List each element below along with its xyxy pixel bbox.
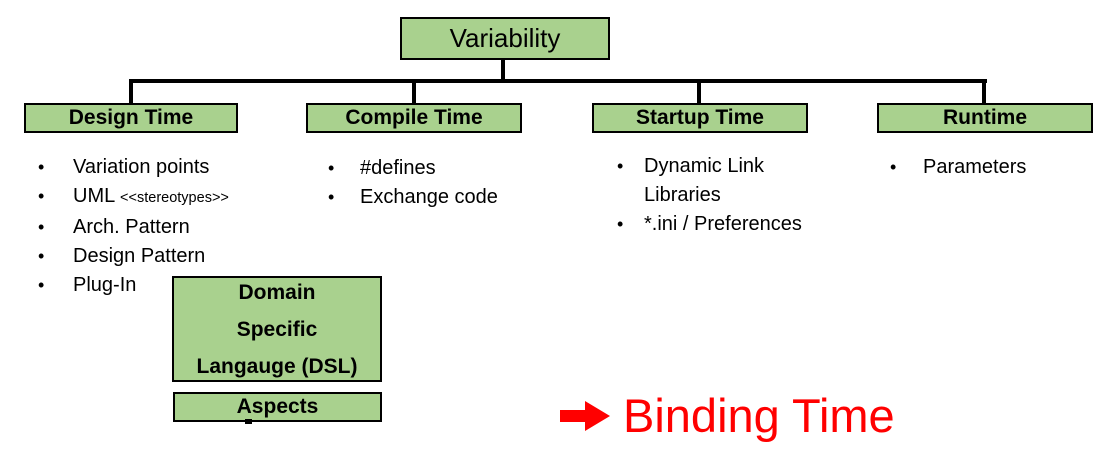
list-item-text: Parameters [923,156,1027,178]
startup-time-box: Startup Time [592,103,808,133]
list-item-text: *.ini / Preferences [644,213,802,235]
list-item: • Parameters [890,153,1100,182]
compile-time-list: • #defines • Exchange code [328,154,558,212]
list-item-text: Plug-In [73,274,137,296]
startup-time-label: Startup Time [636,106,764,129]
bullet-icon: • [38,186,45,206]
right-arrow-icon [560,401,610,431]
bullet-icon: • [38,157,45,177]
runtime-box: Runtime [877,103,1093,133]
aspects-box: Aspects [173,392,382,422]
bullet-icon: • [38,217,45,237]
list-item: • Plug-In [38,271,303,300]
bullet-icon: • [617,214,624,234]
bullet-icon: • [890,157,897,177]
bullet-icon: • [328,187,335,207]
binding-time-label: Binding Time [623,389,895,442]
list-item: • Exchange code [328,183,558,212]
list-item-text: Exchange code [360,186,498,208]
bullet-icon: • [38,275,45,295]
variability-label: Variability [449,23,561,53]
variability-box: Variability [400,17,610,60]
compile-time-box: Compile Time [306,103,522,133]
marker-dot [245,419,252,424]
binding-time-annotation: Binding Time [560,388,895,444]
list-item: • Dynamic Link Libraries [617,152,827,210]
startup-time-list: • Dynamic Link Libraries • *.ini / Prefe… [617,152,827,239]
bullet-icon: • [38,246,45,266]
compile-time-label: Compile Time [345,106,483,129]
connector-horizontal-line [129,79,987,83]
connector-root-stub [501,59,505,81]
dsl-label: Domain Specific Langauge (DSL) [196,280,358,378]
dsl-box: Domain Specific Langauge (DSL) [172,276,382,382]
list-item-text: #defines [360,157,436,179]
list-item-text: Dynamic Link Libraries [644,155,765,206]
connector-compile-stub [412,79,416,104]
list-item: • Design Pattern [38,242,303,271]
runtime-label: Runtime [943,106,1027,129]
design-time-list: • Variation points • UML <<stereotypes>>… [38,153,303,300]
list-item: • Variation points [38,153,303,182]
list-item-text: UML <<stereotypes>> [73,182,229,213]
list-item-text: Arch. Pattern [73,216,190,238]
uml-text: UML [73,185,121,207]
runtime-list: • Parameters [890,153,1100,182]
list-item: • UML <<stereotypes>> [38,182,303,213]
bullet-icon: • [617,156,624,176]
list-item-text: Design Pattern [73,245,206,267]
connector-startup-stub [697,79,701,104]
list-item: • #defines [328,154,558,183]
list-item: • *.ini / Preferences [617,210,827,239]
connector-design-stub [129,79,133,104]
aspects-label: Aspects [236,395,319,418]
stereotypes-text: <<stereotypes>> [120,190,229,206]
list-item-text: Variation points [73,156,210,178]
list-item: • Arch. Pattern [38,213,303,242]
design-time-box: Design Time [24,103,238,133]
connector-runtime-stub [982,79,986,104]
bullet-icon: • [328,158,335,178]
design-time-label: Design Time [68,106,194,129]
